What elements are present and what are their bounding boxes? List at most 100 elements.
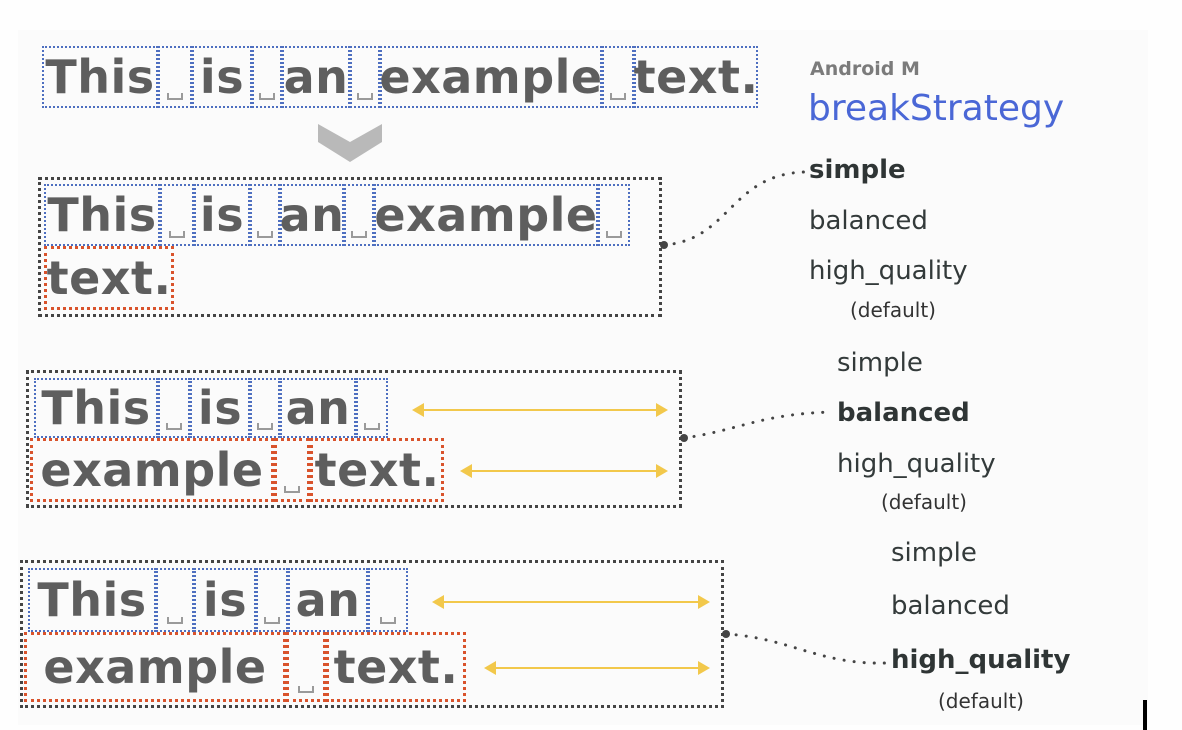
- word-box: is: [194, 184, 250, 246]
- default-note: (default): [850, 298, 936, 322]
- slack-arrow: [484, 661, 710, 675]
- line-1: This is an: [34, 378, 388, 438]
- space-box: [158, 378, 190, 438]
- word-box-wrapped: text.: [44, 246, 174, 310]
- word-box: an: [280, 378, 356, 438]
- space-box: [286, 632, 326, 702]
- platform-label: Android M: [810, 58, 920, 80]
- word: text.: [314, 443, 440, 497]
- space-icon: [284, 486, 300, 493]
- space-icon: [298, 686, 314, 693]
- line-2: example text.: [24, 632, 466, 702]
- space-icon: [357, 93, 373, 100]
- source-text-line: This is an example text.: [42, 46, 758, 108]
- word: an: [283, 50, 349, 104]
- word: example: [43, 640, 267, 694]
- chevron-down-icon: [318, 124, 382, 162]
- space-box: [368, 568, 408, 632]
- word-box-wrapped: example: [30, 438, 274, 502]
- space-icon: [264, 617, 280, 624]
- option-high-quality: high_quality: [837, 449, 996, 479]
- word-box-wrapped: text.: [326, 632, 466, 702]
- space-icon: [257, 231, 273, 238]
- line-2: example text.: [30, 438, 444, 502]
- word-box: text.: [634, 46, 758, 108]
- word: This: [45, 50, 155, 104]
- word: text.: [46, 251, 172, 305]
- option-simple: simple: [837, 348, 923, 378]
- space-box: [350, 46, 380, 108]
- word: an: [279, 188, 345, 242]
- word-box: is: [192, 46, 252, 108]
- space-icon: [169, 231, 185, 238]
- slide-background: [18, 30, 1148, 725]
- word: This: [47, 188, 157, 242]
- space-box: [274, 438, 310, 502]
- line-2: text.: [44, 246, 174, 310]
- space-icon: [606, 231, 622, 238]
- space-box: [160, 184, 194, 246]
- space-box: [344, 184, 374, 246]
- word-box: This: [28, 568, 156, 632]
- space-box: [156, 568, 194, 632]
- word: is: [199, 188, 245, 242]
- word: an: [285, 381, 351, 435]
- option-high-quality: high_quality: [809, 256, 968, 286]
- word: example: [379, 50, 603, 104]
- word-box: is: [190, 378, 250, 438]
- space-box: [250, 378, 280, 438]
- space-icon: [364, 423, 380, 430]
- option-balanced: balanced: [809, 206, 928, 236]
- option-balanced-selected: balanced: [837, 398, 970, 428]
- slack-arrow: [432, 595, 710, 609]
- space-box: [356, 378, 388, 438]
- space-icon: [257, 423, 273, 430]
- space-box: [602, 46, 634, 108]
- word: text.: [633, 50, 759, 104]
- space-icon: [380, 617, 396, 624]
- word: is: [199, 50, 245, 104]
- option-balanced: balanced: [891, 591, 1010, 621]
- word-box: example: [374, 184, 598, 246]
- word: text.: [333, 640, 459, 694]
- word-box: example: [379, 46, 603, 108]
- word-box: an: [280, 184, 344, 246]
- word-box: an: [282, 46, 350, 108]
- space-box: [256, 568, 288, 632]
- word-box: an: [288, 568, 368, 632]
- api-title: breakStrategy: [808, 88, 1065, 129]
- word: This: [37, 573, 147, 627]
- space-box: [252, 46, 282, 108]
- option-high-quality-selected: high_quality: [891, 645, 1071, 675]
- option-simple-selected: simple: [809, 155, 906, 185]
- space-box: [598, 184, 630, 246]
- textview-container-simple: [38, 177, 662, 317]
- word: This: [41, 381, 151, 435]
- space-icon: [259, 93, 275, 100]
- word-box: This: [44, 184, 160, 246]
- word: is: [202, 573, 248, 627]
- default-note: (default): [881, 490, 967, 514]
- space-icon: [610, 93, 626, 100]
- space-icon: [166, 423, 182, 430]
- space-icon: [167, 93, 183, 100]
- space-icon: [351, 231, 367, 238]
- word-box: is: [194, 568, 256, 632]
- space-box: [250, 184, 280, 246]
- line-1: This is an: [28, 568, 408, 632]
- word-box-wrapped: example: [24, 632, 286, 702]
- word: is: [197, 381, 243, 435]
- word: example: [40, 443, 264, 497]
- word-box: This: [34, 378, 158, 438]
- space-box: [158, 46, 192, 108]
- text-cursor-icon: [1143, 700, 1147, 730]
- line-1: This is an example: [44, 184, 630, 246]
- slack-arrow: [412, 403, 668, 417]
- slack-arrow: [460, 464, 668, 478]
- word-box-wrapped: text.: [310, 438, 444, 502]
- word: an: [295, 573, 361, 627]
- option-simple: simple: [891, 538, 977, 568]
- default-note: (default): [938, 689, 1024, 713]
